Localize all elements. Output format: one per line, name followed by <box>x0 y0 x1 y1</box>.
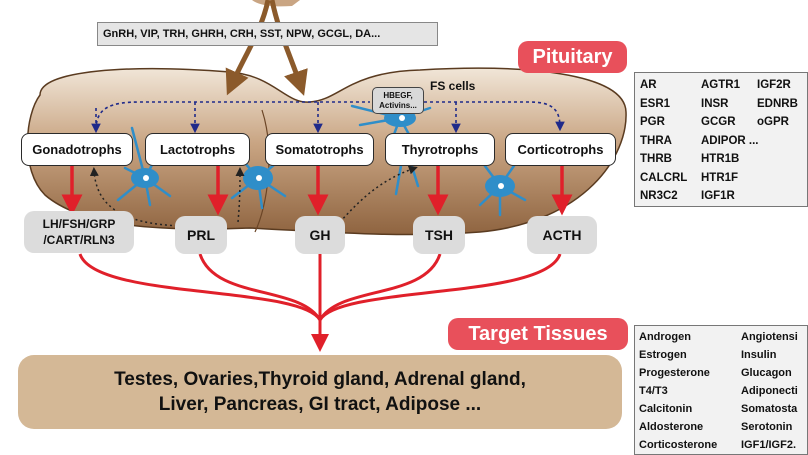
feedback-item: Somatosta <box>741 403 798 415</box>
feedback-item: Estrogen <box>639 349 687 361</box>
receptor-item: EDNRB <box>757 97 798 110</box>
feedback-col1: Androgen Estrogen Progesterone T4/T3 Cal… <box>639 328 717 454</box>
hormone-lh-fsh-line2: /CART/RLN3 <box>43 233 115 247</box>
fs-cells-label: FS cells <box>430 79 476 93</box>
target-tissues-label: Target Tissues <box>448 318 628 350</box>
receptor-item: ESR1 <box>640 97 671 110</box>
feedback-item: Angiotensi <box>741 331 798 343</box>
hypothalamus-stalk <box>252 0 300 7</box>
fs-box-line1: HBEGF, <box>383 90 413 100</box>
hormone-lh-fsh-line1: LH/FSH/GRP <box>42 217 116 231</box>
fs-box-line2: Activins... <box>379 100 417 110</box>
receptor-item: THRA <box>640 134 672 147</box>
hormone-lh-fsh: LH/FSH/GRP /CART/RLN3 <box>24 211 134 253</box>
receptor-item: HTR1F <box>701 171 739 184</box>
receptor-item: IGF1R <box>701 190 735 202</box>
feedback-item: Calcitonin <box>639 403 693 415</box>
hormone-acth: ACTH <box>527 216 597 254</box>
feedback-item: T4/T3 <box>639 385 668 397</box>
target-tissues-line2: Liver, Pancreas, GI tract, Adipose ... <box>158 394 482 415</box>
receptor-item: IGF2R <box>757 79 791 91</box>
receptor-item: INSR <box>701 97 729 110</box>
receptor-item: HTR1B <box>701 153 740 165</box>
receptor-item: ADIPOR ... <box>701 134 759 147</box>
feedback-item: IGF1/IGF2. <box>741 439 797 451</box>
feedback-item: Serotonin <box>741 421 793 433</box>
cell-gonadotrophs: Gonadotrophs <box>21 133 133 166</box>
cell-somatotrophs: Somatotrophs <box>265 133 374 166</box>
feedback-item: Aldosterone <box>639 421 704 433</box>
fs-cell-5 <box>478 158 527 217</box>
feedback-item: Glucagon <box>741 367 792 379</box>
cell-lactotrophs: Lactotrophs <box>145 133 250 166</box>
receptor-item: GCGR <box>701 116 736 128</box>
receptor-item: oGPR <box>757 116 789 128</box>
receptor-col1: AR ESR1 PGR THRA THRB CALCRL NR3C2 <box>640 76 687 206</box>
hypothalamic-inputs-box: GnRH, VIP, TRH, GHRH, CRH, SST, NPW, GCG… <box>97 22 438 46</box>
cell-thyrotrophs: Thyrotrophs <box>385 133 495 166</box>
fs-cell-2 <box>230 153 287 210</box>
receptor-panel: AR ESR1 PGR THRA THRB CALCRL NR3C2 AGTR1… <box>634 72 808 207</box>
receptor-col2: AGTR1 INSR GCGR ADIPOR ... HTR1B HTR1F I… <box>701 76 759 206</box>
converging-arrows <box>78 253 562 352</box>
receptor-item: NR3C2 <box>640 190 678 202</box>
fs-cells-box: HBEGF, Activins... <box>372 87 424 114</box>
receptor-item: THRB <box>640 153 672 165</box>
receptor-item: AGTR1 <box>701 79 740 91</box>
feedback-panel: Androgen Estrogen Progesterone T4/T3 Cal… <box>634 325 808 455</box>
receptor-item: PGR <box>640 116 665 128</box>
feedback-col2: Angiotensi Insulin Glucagon Adiponecti S… <box>741 328 798 454</box>
dotted-prl-to-gonadotrophs <box>89 167 183 227</box>
feedback-item: Insulin <box>741 349 777 361</box>
hormone-prl: PRL <box>175 216 227 254</box>
cell-corticotrophs: Corticotrophs <box>505 133 616 166</box>
receptor-col3: IGF2R EDNRB oGPR <box>757 76 798 132</box>
pituitary-label: Pituitary <box>518 41 627 73</box>
feedback-item: Adiponecti <box>741 385 798 397</box>
feedback-item: Corticosterone <box>639 439 718 451</box>
receptor-item: CALCRL <box>640 171 688 184</box>
fs-dashed-bus <box>95 101 370 131</box>
feedback-item: Androgen <box>639 331 691 343</box>
hormone-gh: GH <box>295 216 345 254</box>
target-tissues-line1: Testes, Ovaries,Thyroid gland, Adrenal g… <box>114 369 526 390</box>
dotted-prl-to-lactotrophs <box>235 167 245 223</box>
target-tissues-box: Testes, Ovaries,Thyroid gland, Adrenal g… <box>18 355 622 429</box>
feedback-item: Progesterone <box>639 367 710 379</box>
hormone-tsh: TSH <box>413 216 465 254</box>
receptor-item: AR <box>640 79 657 91</box>
